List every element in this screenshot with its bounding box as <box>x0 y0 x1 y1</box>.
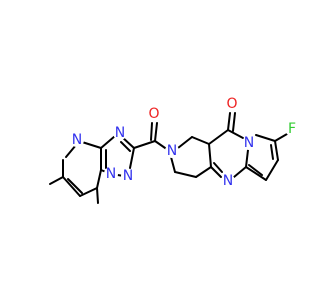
atom-label-background <box>104 167 118 181</box>
bond <box>100 135 116 149</box>
bond <box>208 129 229 145</box>
atom-label-background <box>147 107 161 121</box>
nitrogen-label: N <box>244 135 254 151</box>
nitrogen-label: N <box>115 125 125 141</box>
atom-label-background <box>225 97 239 111</box>
atom-n5: N <box>165 143 179 159</box>
double-bond <box>270 144 274 160</box>
bond <box>133 140 156 149</box>
atom-label-background <box>113 126 127 140</box>
bond <box>62 176 81 197</box>
bond <box>195 166 212 178</box>
bond <box>174 171 197 178</box>
double-bond <box>213 162 223 173</box>
bond <box>265 159 279 181</box>
double-bond <box>248 164 263 176</box>
bond <box>210 166 222 178</box>
atom-label-background <box>285 122 299 136</box>
bond <box>121 136 135 149</box>
bond <box>65 144 77 158</box>
molecule-structure: N N N N N N N O O F <box>49 96 299 204</box>
nitrogen-label: N <box>106 166 116 182</box>
atom-label-background <box>165 144 179 158</box>
bond <box>177 136 193 149</box>
bond <box>245 166 267 181</box>
carbonyl-double-bond <box>150 122 153 141</box>
bond <box>191 136 210 145</box>
methyl-bond-top <box>49 176 64 185</box>
oxygen-label: O <box>226 96 237 112</box>
atom-n3: N <box>121 168 135 184</box>
bond <box>81 141 102 149</box>
atom-f1: F <box>285 121 299 137</box>
atom-n7: N <box>221 173 235 189</box>
double-bond <box>67 178 83 194</box>
bond <box>245 149 249 168</box>
carbonyl-bond <box>154 122 158 142</box>
atom-labels: N N N N N N N O O F <box>70 96 299 189</box>
bonds <box>49 112 288 204</box>
bond <box>129 147 135 169</box>
bond <box>170 156 176 173</box>
atom-label-background <box>70 133 84 147</box>
nitrogen-label: N <box>72 132 82 148</box>
nitrogen-label: N <box>123 168 133 184</box>
nitrogen-label: N <box>223 173 233 189</box>
fluorine-label: F <box>288 121 296 137</box>
keto-double-bond <box>232 112 236 132</box>
atom-label-background <box>121 169 135 183</box>
atom-o2: O <box>225 96 239 112</box>
atom-o1: O <box>147 106 161 122</box>
bond <box>208 143 212 168</box>
atom-label-background <box>242 136 256 150</box>
atom-n4: N <box>104 166 118 182</box>
nitrogen-label: N <box>167 143 177 159</box>
bond <box>274 140 279 161</box>
methyl-bond-bottom <box>96 187 99 204</box>
bond <box>79 187 98 197</box>
atom-n6: N <box>242 135 256 151</box>
keto-bond <box>227 112 231 131</box>
bond <box>96 169 102 189</box>
bond <box>227 129 244 139</box>
bond <box>255 134 276 142</box>
oxygen-label: O <box>148 106 159 122</box>
double-bond <box>120 141 131 152</box>
bond <box>233 166 247 178</box>
atom-n1: N <box>70 132 84 148</box>
fluoro-bond <box>274 133 288 142</box>
atom-label-background <box>221 174 235 188</box>
atom-n2: N <box>113 125 127 141</box>
